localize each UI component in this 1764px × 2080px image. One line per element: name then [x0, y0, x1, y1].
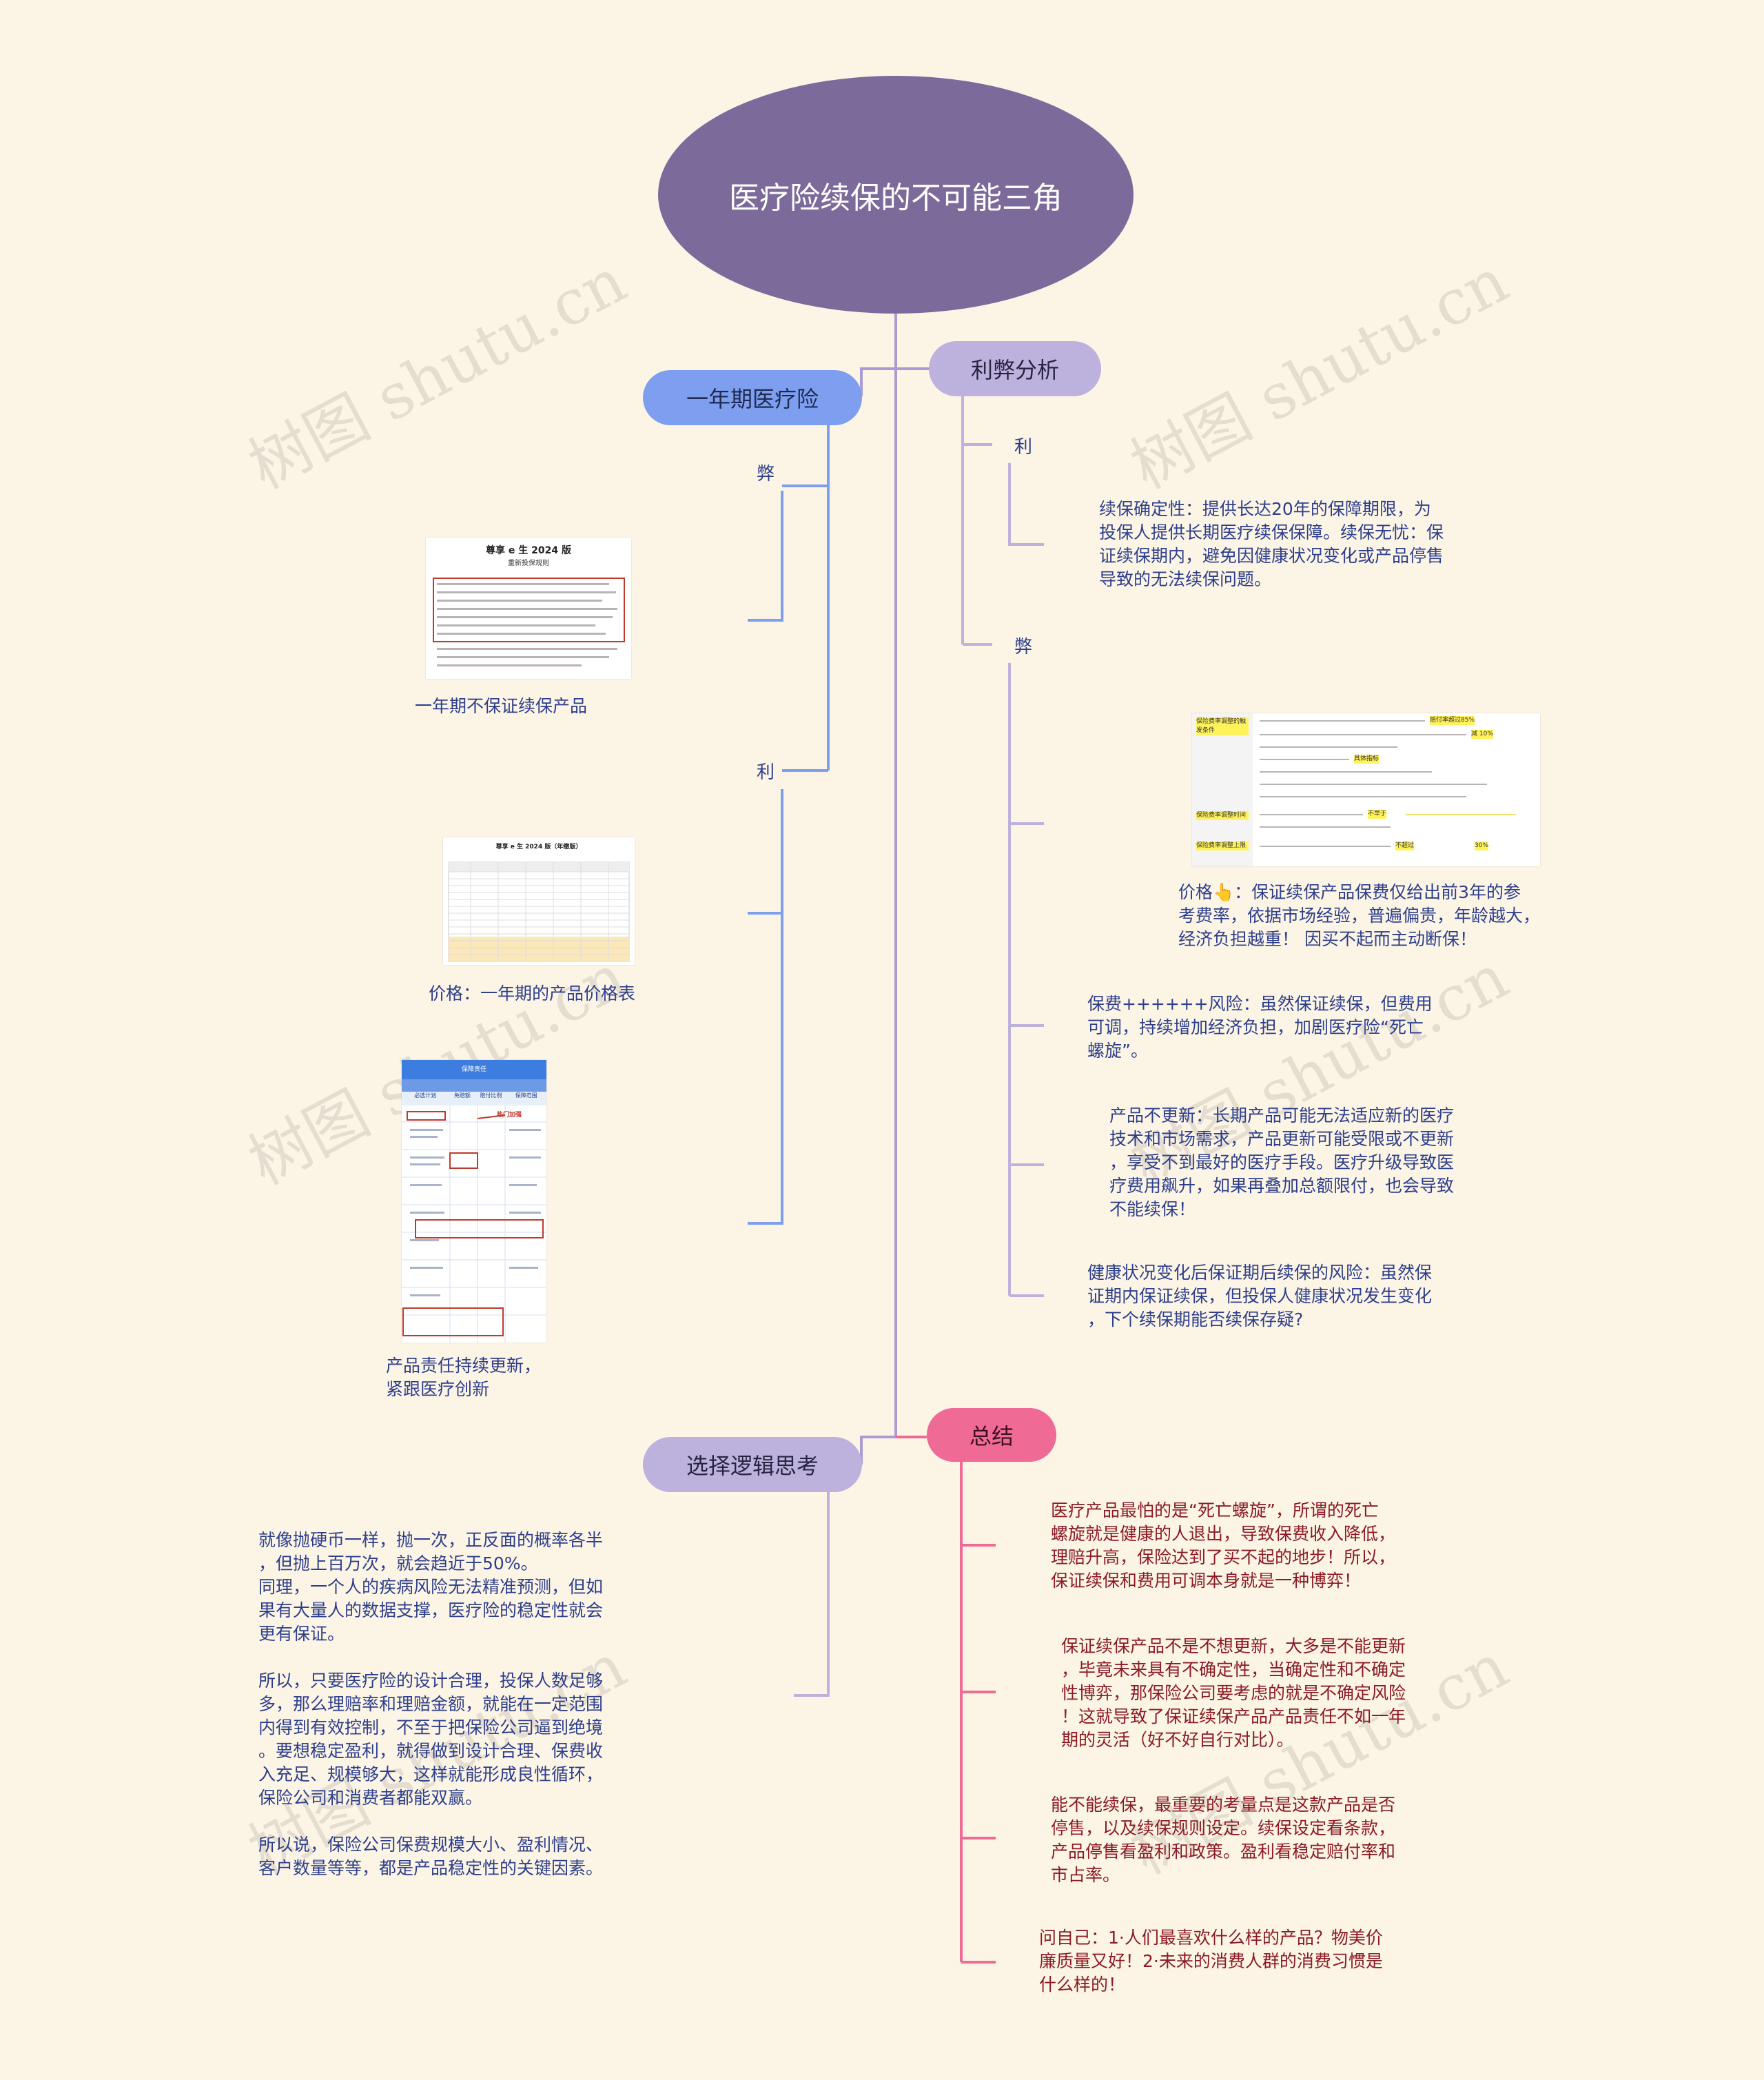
- connector-one-year: [861, 369, 896, 396]
- rate-highlight-5: 不超过: [1395, 842, 1414, 850]
- renewal-rules-image: 尊享 e 生 2024 版 重新投保规则: [426, 538, 631, 679]
- root-title: 医疗险续保的不可能三角: [729, 173, 1063, 217]
- branch-one-year-label: 一年期医疗险: [686, 382, 819, 414]
- cons-product-text: 产品不更新：长期产品可能无法适应新的医疗 技术和市场需求，产品更新可能受限或不更…: [1109, 1104, 1454, 1221]
- rate-highlight-2: 减 10%: [1471, 730, 1493, 739]
- product-caption: 产品责任持续更新， 紧跟医疗创新: [386, 1354, 541, 1401]
- pros-renewal-text: 续保确定性：提供长达20年的保障期限，为 投保人提供长期医疗续保保障。续保无忧：…: [1099, 498, 1444, 591]
- cons-health-text: 健康状况变化后保证期后续保的风险：虽然保 证期内保证续保，但投保人健康状况发生变…: [1087, 1261, 1432, 1332]
- choice-logic-text: 就像抛硬币一样，抛一次，正反面的概率各半 ，但抛上百万次，就会趋近于50%。 同…: [258, 1529, 603, 1880]
- doc-title: 尊享 e 生 2024 版: [426, 543, 631, 557]
- summary-item-2: 保证续保产品不是不想更新，大多是不能更新 ，毕竟未来具有不确定性，当确定性和不确…: [1061, 1635, 1406, 1752]
- branch-one-year[interactable]: 一年期医疗险: [643, 370, 862, 425]
- one-year-cons-label[interactable]: 弊: [757, 460, 775, 485]
- branch-choice-logic-label: 选择逻辑思考: [686, 1449, 819, 1480]
- branch-pros-cons[interactable]: 利弊分析: [929, 341, 1101, 396]
- price-table-image: 尊享 e 生 2024 版（年缴版）: [443, 837, 635, 965]
- root-topic[interactable]: 医疗险续保的不可能三角: [658, 76, 1134, 314]
- price-caption: 价格：一年期的产品价格表: [429, 980, 635, 1005]
- rate-row1-label: 保险费率调整的触发条件: [1196, 717, 1249, 735]
- summary-item-4: 问自己：1·人们最喜欢什么样的产品？物美价 廉质量又好！2·未来的消费人群的消费…: [1039, 1926, 1383, 1997]
- branch-summary[interactable]: 总结: [927, 1408, 1056, 1462]
- summary-item-1: 医疗产品最怕的是“死亡螺旋”，所谓的死亡 螺旋就是健康的人退出，导致保费收入降低…: [1051, 1499, 1395, 1593]
- branch-summary-label: 总结: [970, 1419, 1014, 1451]
- coverage-grid: [402, 1060, 546, 1343]
- one-year-cons-caption: 一年期不保证续保产品: [415, 693, 587, 717]
- rate-row3-label: 保险费率调整上限: [1196, 842, 1249, 850]
- one-year-pros-label[interactable]: 利: [757, 758, 775, 784]
- coverage-tag: 热门加强: [497, 1110, 522, 1119]
- rate-highlight-3: 具体指标: [1354, 755, 1379, 764]
- one-year-pros-stem: [748, 789, 782, 1223]
- rate-highlight-4: 不早于: [1368, 810, 1386, 819]
- branch-pros-cons-label: 利弊分析: [971, 353, 1059, 385]
- connector-choice: [861, 1437, 896, 1465]
- price-table-grid: [443, 837, 635, 965]
- coverage-table-image: 保障责任 必选计划 免赔额 赔付比例 保障范围: [402, 1060, 546, 1343]
- summary-item-3: 能不能续保，最重要的考量点是这款产品是否 停售，以及续保规则设定。续保设定看条款…: [1051, 1793, 1395, 1887]
- choice-stem: [794, 1492, 828, 1695]
- cons-label[interactable]: 弊: [1014, 633, 1032, 658]
- cons-price-text: 价格👆：保证续保产品保费仅给出前3年的参 考费率，依据市场经验，普遍偏贵，年龄越…: [1178, 881, 1540, 951]
- rate-highlight-1: 赔付率超过85%: [1430, 716, 1475, 725]
- doc-subtitle: 重新投保规则: [426, 557, 631, 567]
- one-year-cons-stem: [748, 491, 782, 620]
- rate-row2-label: 保险费率调整时间: [1196, 811, 1249, 820]
- branch-choice-logic[interactable]: 选择逻辑思考: [643, 1437, 862, 1492]
- rate-adjustment-image: 保险费率调整的触发条件 保险费率调整时间 保险费率调整上限 赔付率超过85% 减…: [1192, 713, 1540, 866]
- rate-highlight-6: 30%: [1475, 842, 1488, 850]
- pros-stem: [1009, 463, 1044, 544]
- cons-premium-text: 保费++++++风险：虽然保证续保，但费用 可调，持续增加经济负担，加剧医疗险“…: [1087, 992, 1433, 1063]
- pros-label[interactable]: 利: [1014, 433, 1032, 458]
